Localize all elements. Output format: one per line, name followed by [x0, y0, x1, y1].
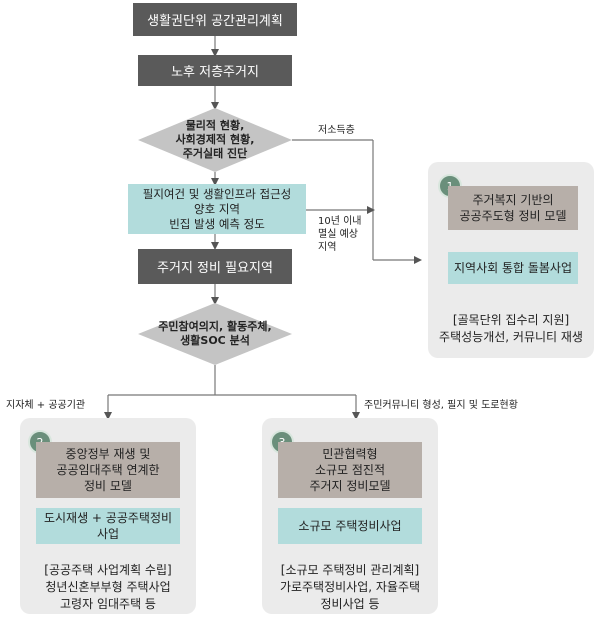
model2-project-box: 도시재생 + 공공주택정비 사업	[36, 508, 180, 544]
model1-title-box: 주거복지 기반의 공공주도형 정비 모델	[448, 186, 578, 230]
participation-text: 주민참여의지, 활동주체, 생활SOC 분석	[158, 320, 272, 347]
plan-title: 생활권단위 공간관리계획	[147, 14, 283, 29]
aged-housing-label: 노후 저층주거지	[171, 65, 259, 80]
model2-details: [공공주택 사업계획 수립] 청년신혼부부형 주택사업 고령자 임대주택 등	[44, 563, 172, 611]
low-income-label: 저소득층	[318, 125, 355, 136]
model2-panel: 2 중앙정부 재생 및 공공임대주택 연계한 정비 모델 도시재생 + 공공주택…	[20, 418, 196, 614]
model1-details: [골목단위 집수리 지원] 주택성능개선, 커뮤니티 재생	[439, 313, 583, 344]
community-label: 주민커뮤니티 형성, 필지 및 도로현황	[364, 400, 518, 411]
model2-title-box: 중앙정부 재생 및 공공임대주택 연계한 정비 모델	[36, 442, 180, 498]
renewal-area-box: 주거지 정비 필요지역	[138, 249, 292, 284]
public-label: 지자체 + 공공기관	[6, 400, 86, 411]
aged-housing-box: 노후 저층주거지	[138, 55, 292, 86]
renewal-area-label: 주거지 정비 필요지역	[157, 261, 273, 276]
model3-title-box: 민관협력형 소규모 점진적 주거지 정비모델	[278, 442, 422, 498]
conditions-text: 필지여건 및 생활인프라 접근성 양호 지역 빈집 발생 예측 정도	[142, 186, 292, 231]
model3-details: [소규모 주택정비 관리계획] 가로주택정비사업, 자율주택 정비사업 등	[279, 563, 421, 611]
model3-panel: 3 민관협력형 소규모 점진적 주거지 정비모델 소규모 주택정비사업 [소규모…	[262, 418, 438, 614]
conditions-box: 필지여건 및 생활인프라 접근성 양호 지역 빈집 발생 예측 정도	[128, 184, 306, 234]
diagnosis-text: 물리적 현황, 사회경제적 현황, 주거실태 진단	[175, 119, 255, 160]
plan-title-box: 생활권단위 공간관리계획	[133, 3, 297, 36]
model1-project-box: 지역사회 통합 돌봄사업	[448, 252, 578, 284]
model3-project-box: 소규모 주택정비사업	[278, 508, 422, 544]
empty-house-label: 10년 이내 멸실 예상 지역	[318, 216, 362, 253]
model1-panel: 1 주거복지 기반의 공공주도형 정비 모델 지역사회 통합 돌봄사업 [골목단…	[428, 162, 594, 358]
